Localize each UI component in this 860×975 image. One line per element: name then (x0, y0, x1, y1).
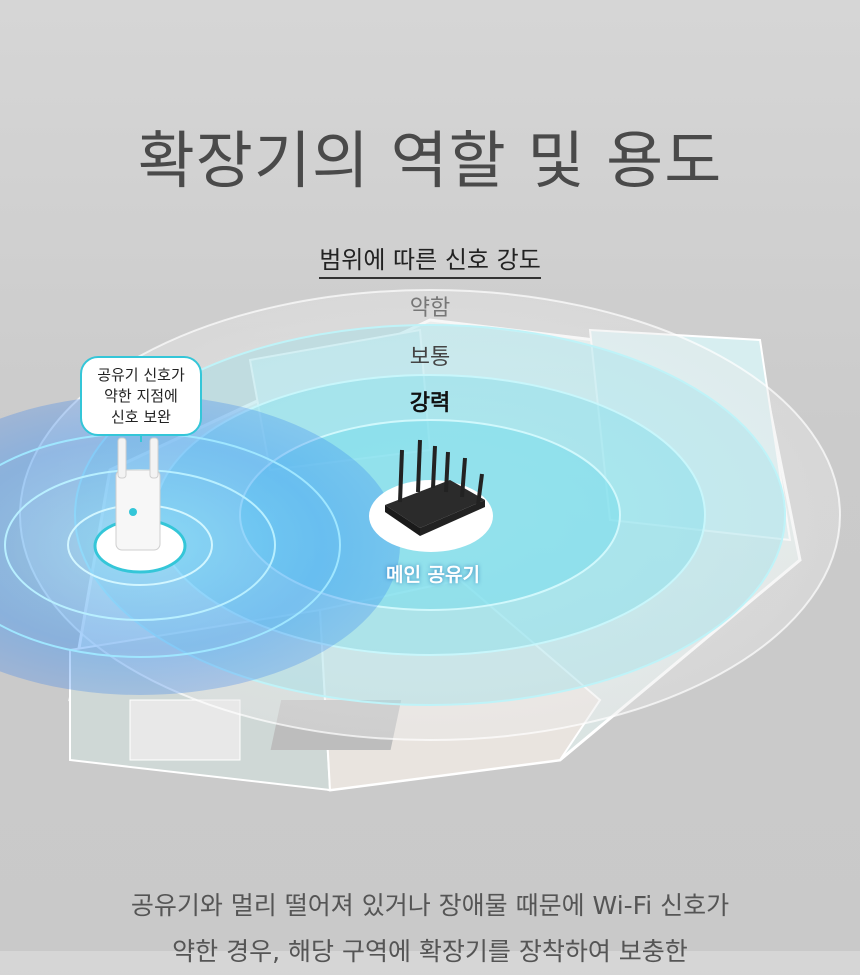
strength-strong-label: 강력 (409, 391, 451, 416)
description-text: 공유기와 멀리 떨어져 있거나 장애물 때문에 Wi-Fi 신호가 약한 경우,… (130, 891, 730, 966)
extender-device (93, 437, 187, 574)
extender-callout: 공유기 신호가 약한 지점에 신호 보완 (80, 356, 202, 436)
main-router (369, 439, 493, 552)
strength-normal-label: 보통 (409, 345, 451, 370)
strength-weak-label: 약함 (409, 296, 451, 321)
coverage-illustration (0, 289, 841, 792)
router-label: 메인 공유기 (385, 564, 480, 586)
extender-callout-text: 공유기 신호가 약한 지점에 신호 보완 (97, 365, 185, 426)
page-title: 확장기의 역할 및 용도 (137, 124, 723, 197)
subtitle-text: 범위에 따른 신호 강도 (319, 246, 541, 279)
section-subtitle: 범위에 따른 신호 강도 (0, 240, 860, 279)
